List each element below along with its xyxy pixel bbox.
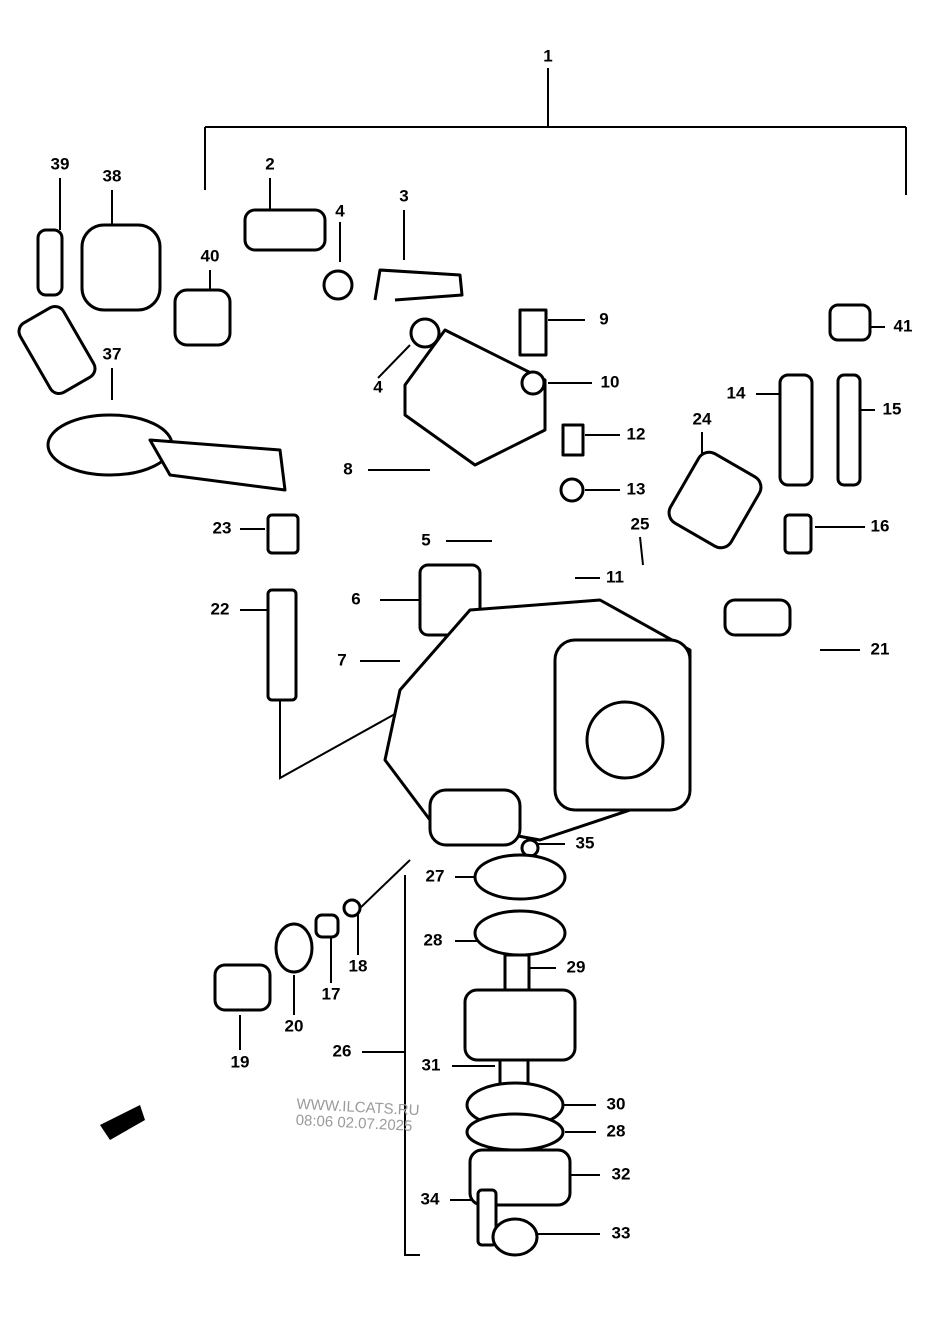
label: 2	[265, 154, 274, 173]
label: 13	[627, 479, 646, 498]
part-valve-40	[173, 288, 232, 347]
label: 17	[322, 984, 341, 1003]
part-throttle-bore	[585, 700, 665, 780]
part-gasket-27	[473, 853, 567, 901]
label: 35	[576, 833, 595, 852]
front-arrow-icon	[100, 1105, 145, 1140]
label: 30	[607, 1094, 626, 1113]
part-spring-21	[723, 598, 792, 637]
label: 19	[231, 1052, 250, 1071]
part-union-bolt-2	[243, 208, 327, 252]
part-plug-17	[314, 913, 340, 939]
label: 41	[894, 316, 913, 335]
label: 26	[333, 1041, 352, 1060]
part-cap-41	[828, 303, 872, 342]
label: 16	[871, 516, 890, 535]
part-spring-16	[783, 513, 813, 555]
parts	[17, 208, 872, 1257]
label: 4	[335, 201, 345, 220]
part-bracket-37	[148, 438, 287, 492]
part-solenoid-24	[667, 450, 763, 550]
label: 33	[612, 1223, 631, 1242]
part-washer-10	[520, 370, 546, 396]
label: 28	[424, 930, 443, 949]
part-screw-34	[476, 1188, 498, 1247]
part-washer-4b	[409, 317, 441, 349]
part-screw-15	[836, 373, 862, 487]
label: 32	[612, 1164, 631, 1183]
label: 4	[373, 377, 383, 396]
label: 31	[422, 1055, 441, 1074]
label: 24	[693, 409, 712, 428]
label: 34	[421, 1189, 440, 1208]
label: 25	[631, 514, 650, 533]
label: 14	[727, 383, 746, 402]
label: 1	[543, 46, 552, 65]
part-pump-body	[463, 988, 577, 1062]
label: 20	[285, 1016, 304, 1035]
label: 37	[103, 344, 122, 363]
label: 28	[607, 1121, 626, 1140]
part-cover-8	[403, 328, 547, 467]
watermark: WWW.ILCATS.RU 08:06 02.07.2025	[295, 1096, 420, 1135]
part-screw-12	[561, 423, 585, 457]
part-screw-9	[518, 308, 548, 357]
label: 40	[201, 246, 220, 265]
part-diaphragm-38	[80, 223, 162, 312]
label: 5	[421, 530, 430, 549]
part-washer-4	[322, 269, 354, 301]
part-gasket-28	[473, 909, 567, 957]
part-plug-33	[491, 1217, 539, 1257]
label: 29	[567, 957, 586, 976]
part-bolt-19	[213, 963, 272, 1012]
label: 38	[103, 166, 122, 185]
label: 9	[599, 309, 608, 328]
part-pipe-3	[373, 268, 464, 302]
label: 21	[871, 639, 890, 658]
label: 23	[213, 518, 232, 537]
part-spring-29	[503, 953, 531, 997]
part-washer-13	[559, 477, 585, 503]
assembly-bracket	[204, 68, 907, 195]
part-pump-diaphragm	[428, 788, 522, 847]
label: 39	[51, 154, 70, 173]
part-screw-22	[266, 588, 298, 702]
part-gasket-28b	[465, 1112, 565, 1152]
label: 6	[351, 589, 360, 608]
leader-lines	[59, 178, 885, 1256]
part-washer-20	[274, 922, 314, 974]
label: 3	[399, 186, 408, 205]
label: 18	[349, 956, 368, 975]
label: 27	[426, 866, 445, 885]
part-screw-14	[778, 373, 814, 487]
label: 12	[627, 424, 646, 443]
label: 11	[606, 567, 624, 586]
label: 15	[883, 399, 902, 418]
label: 10	[601, 372, 620, 391]
part-plug-23	[266, 513, 300, 555]
part-hose	[17, 305, 97, 395]
label: 7	[337, 650, 346, 669]
label: 8	[343, 459, 352, 478]
part-hose-39	[36, 228, 64, 297]
part-washer-18	[342, 898, 362, 918]
callout-labels: 1 39 38 2 4 3 40 9 41 37 4 10 14 15 24 1…	[51, 46, 913, 1242]
label: 22	[211, 599, 230, 618]
